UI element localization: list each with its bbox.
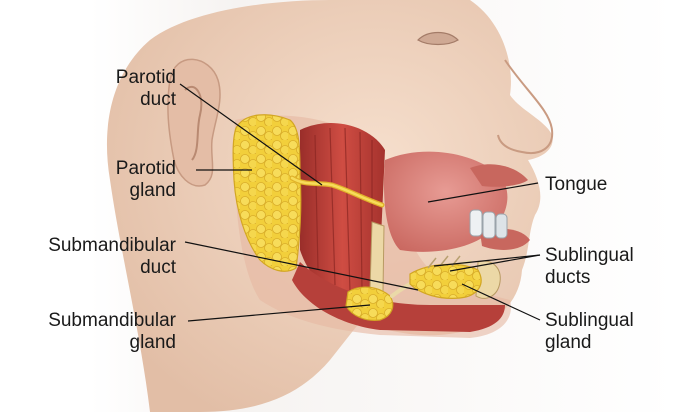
label-submandibular-duct: Submandibular duct: [48, 235, 176, 279]
label-parotid-duct: Parotid duct: [116, 67, 176, 111]
label-tongue: Tongue: [545, 174, 607, 196]
label-parotid-gland: Parotid gland: [116, 158, 176, 202]
teeth: [470, 210, 507, 238]
label-submandibular-gland: Submandibular gland: [48, 310, 176, 354]
label-sublingual-ducts: Sublingual ducts: [545, 245, 634, 289]
label-sublingual-gland: Sublingual gland: [545, 310, 634, 354]
